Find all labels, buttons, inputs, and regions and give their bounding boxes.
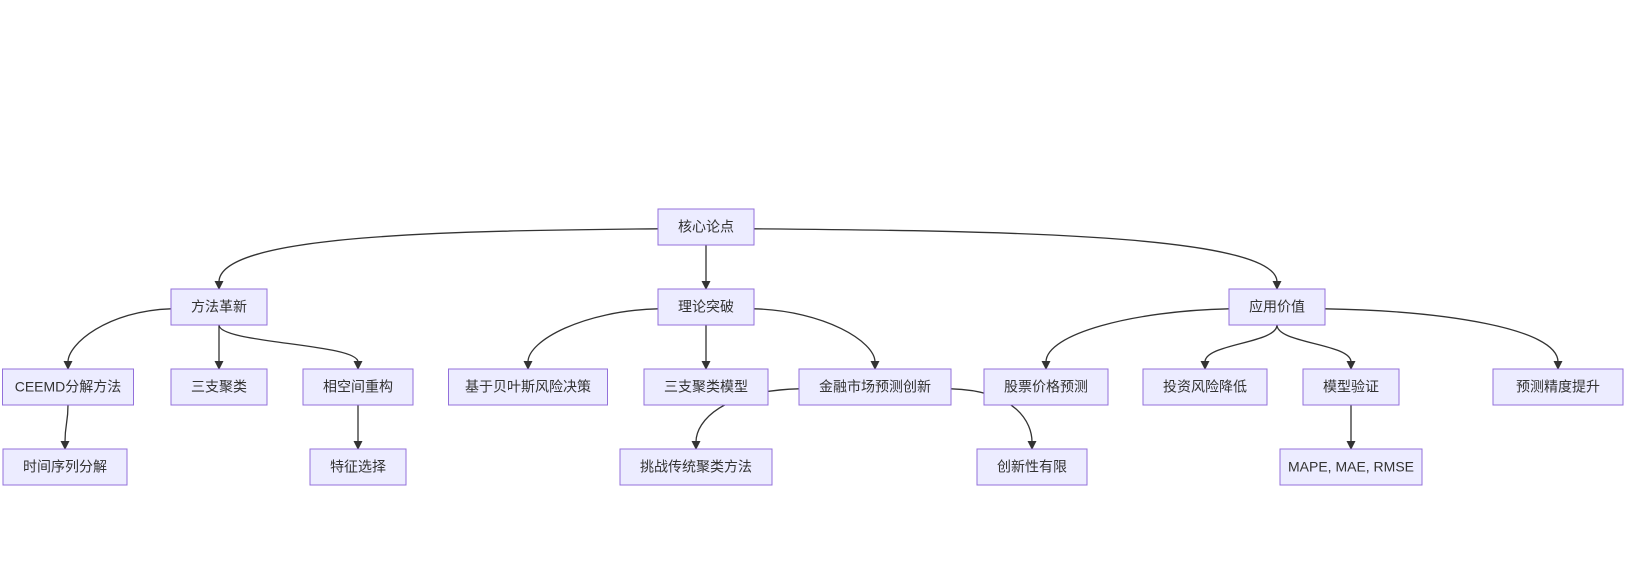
edge-arrow-icon xyxy=(353,361,363,370)
flow-node-box[interactable] xyxy=(643,368,769,406)
flow-edge xyxy=(1204,324,1278,363)
flow-node-label: MAPE, MAE, RMSE xyxy=(1288,459,1414,475)
flow-node-label: 基于贝叶斯风险决策 xyxy=(465,379,591,395)
flow-node-label: 核心论点 xyxy=(678,219,734,235)
edge-arrow-icon xyxy=(701,281,711,290)
flow-node-label: 理论突破 xyxy=(678,299,734,315)
flow-node-label: 创新性有限 xyxy=(997,459,1067,475)
flow-node-box[interactable] xyxy=(170,288,268,326)
edge-arrow-icon xyxy=(701,361,711,370)
edges-layer xyxy=(60,228,1563,450)
edge-arrow-icon xyxy=(60,441,70,450)
flow-node-label: 模型验证 xyxy=(1323,379,1379,395)
flow-node-box[interactable] xyxy=(302,368,414,406)
flow-node-box[interactable] xyxy=(657,208,755,246)
flow-node-l1c[interactable]: 应用价值 xyxy=(1228,288,1326,326)
flow-node-box[interactable] xyxy=(2,368,134,406)
edge-arrow-icon xyxy=(214,281,224,290)
edge-arrow-icon xyxy=(63,361,73,370)
edge-arrow-icon xyxy=(1027,441,1037,450)
flow-node-box[interactable] xyxy=(1142,368,1268,406)
flow-node-label: 三支聚类 xyxy=(191,379,247,395)
flow-edge xyxy=(1276,324,1352,363)
flow-node-l3e[interactable]: MAPE, MAE, RMSE xyxy=(1279,448,1423,486)
flow-edge xyxy=(753,228,1278,283)
flow-edge xyxy=(753,308,876,363)
flow-node-box[interactable] xyxy=(448,368,608,406)
flow-node-box[interactable] xyxy=(976,448,1088,486)
flow-edge xyxy=(64,404,69,443)
flow-node-label: 金融市场预测创新 xyxy=(819,379,931,395)
flow-edge xyxy=(1045,308,1230,363)
flow-node-box[interactable] xyxy=(983,368,1109,406)
edge-arrow-icon xyxy=(1346,441,1356,450)
flow-node-box[interactable] xyxy=(1228,288,1326,326)
flow-node-label: 方法革新 xyxy=(191,299,247,315)
flow-node-l3a[interactable]: 时间序列分解 xyxy=(2,448,128,486)
edge-arrow-icon xyxy=(1272,281,1282,290)
flow-node-l2j[interactable]: 预测精度提升 xyxy=(1492,368,1624,406)
flow-node-label: 预测精度提升 xyxy=(1516,379,1600,395)
flow-node-l2c[interactable]: 相空间重构 xyxy=(302,368,414,406)
flow-node-label: 三支聚类模型 xyxy=(664,379,748,395)
flow-edge xyxy=(527,308,659,363)
flow-node-label: 相空间重构 xyxy=(323,379,393,395)
flow-node-box[interactable] xyxy=(1492,368,1624,406)
flow-node-l2f[interactable]: 金融市场预测创新 xyxy=(798,368,952,406)
edge-arrow-icon xyxy=(353,441,363,450)
flow-edge xyxy=(1324,308,1559,363)
flow-node-l2h[interactable]: 投资风险降低 xyxy=(1142,368,1268,406)
flow-node-box[interactable] xyxy=(170,368,268,406)
flow-node-label: 股票价格预测 xyxy=(1004,379,1088,395)
flow-node-label: 挑战传统聚类方法 xyxy=(640,459,752,475)
flow-node-l1b[interactable]: 理论突破 xyxy=(657,288,755,326)
flow-node-label: 应用价值 xyxy=(1249,299,1305,315)
flow-node-l2a[interactable]: CEEMD分解方法 xyxy=(2,368,134,406)
flow-node-label: 时间序列分解 xyxy=(23,459,107,475)
edge-arrow-icon xyxy=(691,441,701,450)
flow-node-box[interactable] xyxy=(309,448,407,486)
flow-node-root[interactable]: 核心论点 xyxy=(657,208,755,246)
flow-node-l3b[interactable]: 特征选择 xyxy=(309,448,407,486)
flow-node-l2i[interactable]: 模型验证 xyxy=(1302,368,1400,406)
flow-node-box[interactable] xyxy=(798,368,952,406)
flow-edge xyxy=(695,388,800,443)
edge-arrow-icon xyxy=(1553,361,1563,370)
flow-node-l2b[interactable]: 三支聚类 xyxy=(170,368,268,406)
flow-edge xyxy=(67,308,172,363)
flow-node-label: 投资风险降低 xyxy=(1163,379,1247,395)
flow-node-box[interactable] xyxy=(1279,448,1423,486)
flow-node-box[interactable] xyxy=(1302,368,1400,406)
flow-node-label: 特征选择 xyxy=(330,459,386,475)
flow-edge xyxy=(218,324,359,363)
flow-node-box[interactable] xyxy=(657,288,755,326)
edge-arrow-icon xyxy=(870,361,880,370)
edge-arrow-icon xyxy=(1200,361,1210,370)
flow-edge xyxy=(218,228,659,283)
flow-node-l1a[interactable]: 方法革新 xyxy=(170,288,268,326)
flow-node-l2d[interactable]: 基于贝叶斯风险决策 xyxy=(448,368,608,406)
edge-arrow-icon xyxy=(1041,361,1051,370)
flow-node-box[interactable] xyxy=(619,448,773,486)
flow-node-l3c[interactable]: 挑战传统聚类方法 xyxy=(619,448,773,486)
flow-node-l3d[interactable]: 创新性有限 xyxy=(976,448,1088,486)
edge-arrow-icon xyxy=(523,361,533,370)
flow-edge xyxy=(950,388,1033,443)
edge-arrow-icon xyxy=(214,361,224,370)
edge-arrow-icon xyxy=(1346,361,1356,370)
flow-node-l2e[interactable]: 三支聚类模型 xyxy=(643,368,769,406)
flow-node-box[interactable] xyxy=(2,448,128,486)
flow-node-label: CEEMD分解方法 xyxy=(15,379,122,395)
flow-node-l2g[interactable]: 股票价格预测 xyxy=(983,368,1109,406)
